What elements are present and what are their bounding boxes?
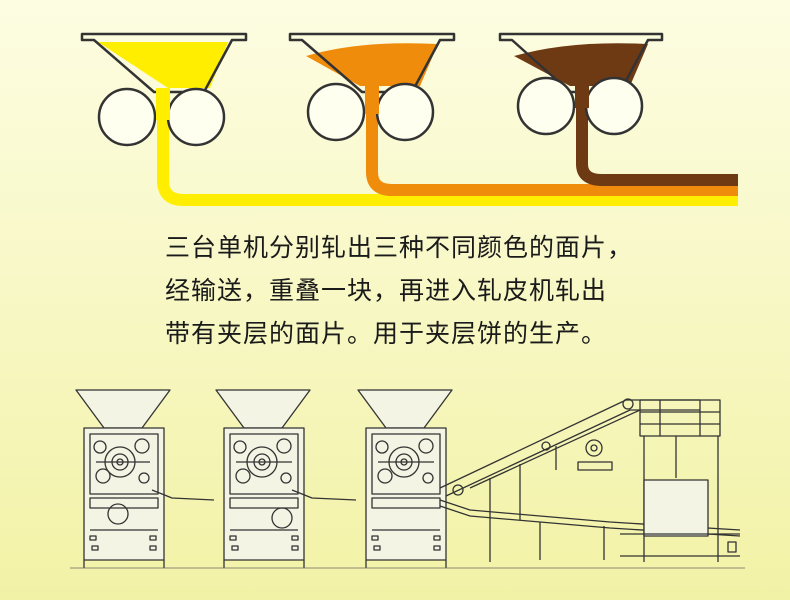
production-line-drawing — [70, 389, 745, 569]
hopper-orange — [288, 32, 456, 142]
yellow-dough-strip — [157, 110, 738, 206]
brown-dough-strip — [576, 100, 738, 186]
sheeter-machine-3 — [357, 389, 453, 568]
laminator-frame — [620, 399, 740, 562]
dough-flow-strips — [157, 100, 738, 206]
sheeter-machine-2 — [215, 389, 357, 568]
process-description: 三台单机分别轧出三种不同颜色的面片， 经输送，重叠一块，再进入轧皮机轧出 带有夹… — [165, 226, 685, 355]
description-line-1: 三台单机分别轧出三种不同颜色的面片， — [165, 233, 634, 262]
orange-dough-strip — [366, 105, 738, 196]
hopper-yellow — [80, 32, 248, 147]
description-line-2: 经输送，重叠一块，再进入轧皮机轧出 — [165, 276, 608, 305]
description-line-3: 带有夹层的面片。用于夹层饼的生产。 — [165, 319, 608, 348]
hopper-brown — [498, 32, 664, 136]
sheeter-machine-1 — [75, 389, 215, 568]
